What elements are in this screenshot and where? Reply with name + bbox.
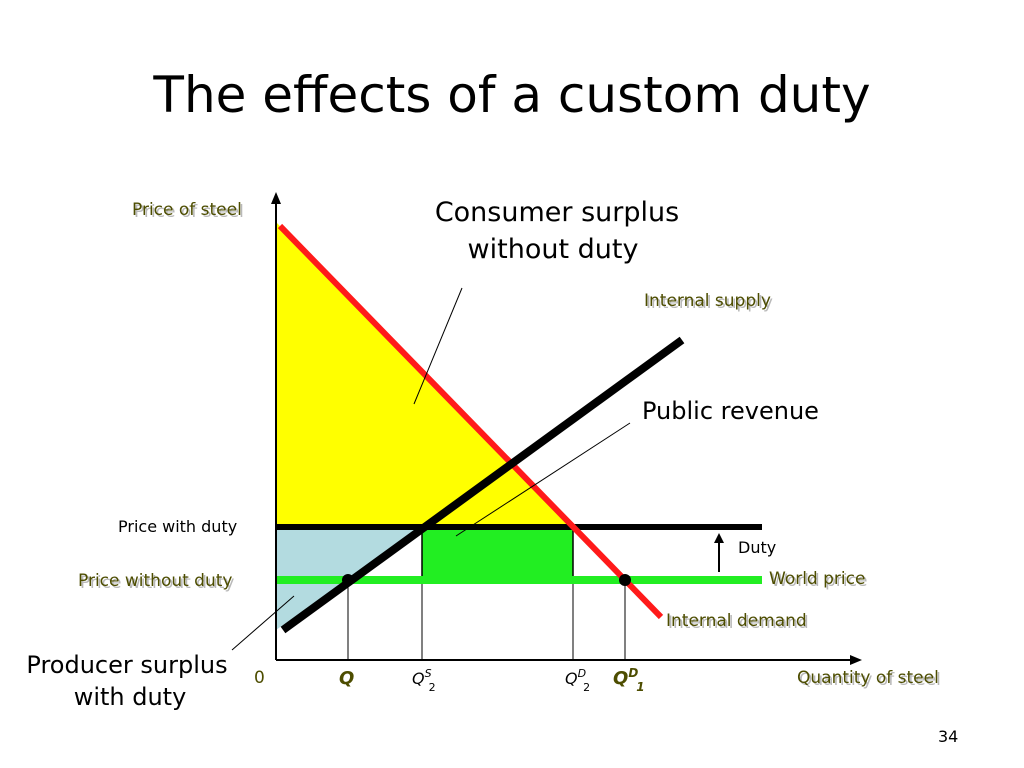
qd2-sup: D xyxy=(578,667,586,680)
x-axis-label-shadow: Quantity of steel xyxy=(799,670,941,690)
origin-label: 0 xyxy=(254,668,265,688)
consumer-surplus-pointer xyxy=(413,287,463,405)
slide-title: The effects of a custom duty xyxy=(153,66,871,124)
qs2-sup: S xyxy=(425,667,432,680)
price-without-duty-label-shadow: Price without duty xyxy=(80,573,234,593)
producer-surplus-pointer xyxy=(231,595,295,651)
duty-label: Duty xyxy=(738,538,776,557)
qd1-base: Q xyxy=(613,668,628,689)
internal-demand-label: Internal demand xyxy=(666,611,807,631)
duty-arrow-head xyxy=(714,533,724,543)
q-label: Q xyxy=(339,668,354,689)
qd1-sub: 1 xyxy=(636,680,644,694)
consumer-surplus-label-line2: without duty xyxy=(468,234,639,265)
qs2-base: Q xyxy=(412,669,425,688)
qd2-base: Q xyxy=(565,669,578,688)
producer-surplus-label-line1: Producer surplus xyxy=(26,651,227,679)
consumer-surplus-label-line1: Consumer surplus xyxy=(435,197,679,228)
qd1-sup: D xyxy=(628,666,638,680)
price-without-duty-label: Price without duty xyxy=(78,571,232,591)
world-price-label-shadow: World price xyxy=(771,571,867,591)
point-q xyxy=(342,574,354,586)
public-revenue-label: Public revenue xyxy=(642,397,819,425)
qs2-sub: 2 xyxy=(429,681,436,694)
x-axis-arrow xyxy=(850,655,862,665)
internal-supply-label-shadow: Internal supply xyxy=(646,293,773,313)
qd2-sub: 2 xyxy=(583,681,590,694)
internal-demand-label-shadow: Internal demand xyxy=(668,613,809,633)
public-revenue-pointer xyxy=(455,422,631,537)
y-axis-label: Price of steel xyxy=(132,200,242,220)
price-with-duty-label: Price with duty xyxy=(118,517,237,536)
point-qd1 xyxy=(619,574,631,586)
y-axis-arrow xyxy=(271,192,281,204)
internal-demand-curve xyxy=(277,223,664,620)
y-axis-label-shadow: Price of steel xyxy=(134,202,244,222)
producer-surplus-label-line2: with duty xyxy=(74,683,187,711)
public-revenue-area xyxy=(421,526,574,580)
world-price-label: World price xyxy=(769,569,865,589)
page-number: 34 xyxy=(938,727,958,746)
x-axis-label: Quantity of steel xyxy=(797,668,939,688)
internal-supply-label: Internal supply xyxy=(644,291,771,311)
